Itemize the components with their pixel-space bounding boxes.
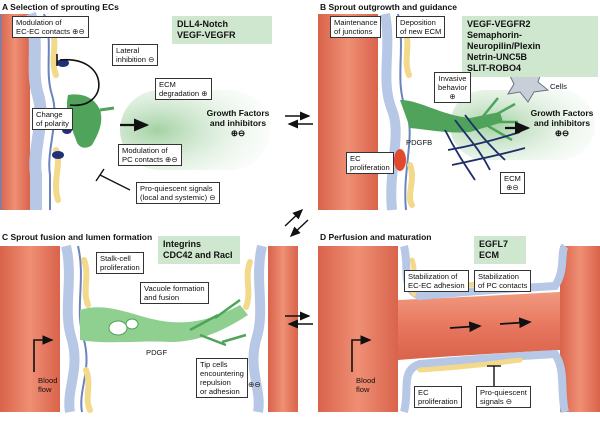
vessel-d-lumen-right [560,246,600,412]
panel-d-pathway: EGFL7 ECM [474,236,526,264]
flow-d-arrow [499,317,532,329]
panel-a-pathway: DLL4-Notch VEGF-VEGFR [172,16,272,44]
ec-nucleus [52,151,64,159]
maintenance-label: Maintenance of junctions [330,16,382,38]
vessel-c-lumen-left [0,246,60,412]
lateral-inhibition-arc [59,59,100,106]
sprout-b [400,100,503,133]
vessel-a-ec-wall [24,11,47,210]
pro-quiescent-a-label: Pro-quiescent signals (local and systemi… [136,182,220,204]
vessel-d-ec-bottom [400,349,569,414]
growth-factors-b-label: Growth Factors and inhibitors ⊕⊖ [530,108,594,138]
sprout-c [80,305,248,343]
panel-d-title: D Perfusion and maturation [320,232,432,242]
tip-cell-a [66,94,102,148]
panel-d [318,243,600,414]
pro-quiescent-a-line [99,174,131,191]
panel-c [0,244,298,413]
blood-flow-c-label: Blood flow [38,376,58,394]
panel-b-pathway: VEGF-VEGFR2 Semaphorin-Neuropilin/Plexin… [462,16,598,77]
vessel-c-pericytes [81,257,253,413]
vessel-c-lumen-right [268,246,298,412]
blood-flow-d-label: Blood flow [356,376,376,394]
vessel-b-ec-wall [380,13,401,211]
blood-flow-d-arrow [351,335,372,372]
vessel-d-lumen-left [318,246,398,412]
pdgfb-label: PDGFB [406,138,433,147]
transition-arrows [284,111,313,329]
ec-proliferation-label: EC proliferation [346,152,394,174]
modulation-pc-label: Modulation of PC contacts ⊕⊖ [118,144,182,166]
lateral-inhibition-label: Lateral inhibition ⊖ [112,44,159,66]
ec-prolif-d-label: EC proliferation [414,386,462,408]
vacuole-label: Vacuole formation and fusion [140,282,209,304]
stab-pc-label: Stabilization of PC contacts [474,270,532,292]
pro-quiescent-a-bar [95,168,105,182]
cells-label: Cells [550,82,567,91]
tip-cell-a-filopodia [99,106,115,112]
tip-cells-c [189,298,247,347]
ec-nucleus [57,59,69,67]
ec-proliferating [394,149,406,171]
vessel-b-lumen [318,14,378,210]
vessel-c-ec-wall-right [248,244,267,413]
vacuole [125,318,139,330]
vessel-c-ec-wall-left [61,244,80,413]
panel-b [318,13,595,211]
panel-c-title: C Sprout fusion and lumen formation [2,232,153,242]
pdgf-label: PDGF [146,348,168,357]
modulation-ecec-label: Modulation of EC-EC contacts ⊕⊖ [12,16,89,38]
deposition-label: Deposition of new ECM [396,16,446,38]
blood-flow-c-arrow [33,335,54,372]
tip-cells-label: Tip cells encountering repulsion or adhe… [196,358,248,398]
vessel-a-ec-outline [43,13,56,210]
ecm-degradation-label: ECM degradation ⊕ [155,78,212,100]
stalk-label: Stalk-cell proliferation [96,252,144,274]
ecm-label: ECM ⊕⊖ [500,172,525,194]
panel-b-title: B Sprout outgrowth and guidance [320,2,457,12]
tip-cells-signs: ⊕⊖ [248,380,261,389]
change-polarity-label: Change of polarity [32,108,73,130]
vacuole [108,320,128,336]
ecm-fibers [444,114,526,181]
sprout-b-tip-filopodia [479,97,518,142]
flow-d-arrow [449,321,482,333]
vessel-a-lumen [0,14,30,210]
invasive-label: Invasive behavior ⊕ [434,72,472,103]
panel-a-title: A Selection of sprouting ECs [2,2,119,12]
growth-factors-a-label: Growth Factors and inhibitors ⊕⊖ [206,108,270,138]
stab-ecec-label: Stabilization of EC-EC adhesion [404,270,469,292]
pro-quiescent-d-label: Pro-quiescent signals ⊖ [476,386,531,408]
panel-c-pathway: Integrins CDC42 and RacI [158,236,240,264]
